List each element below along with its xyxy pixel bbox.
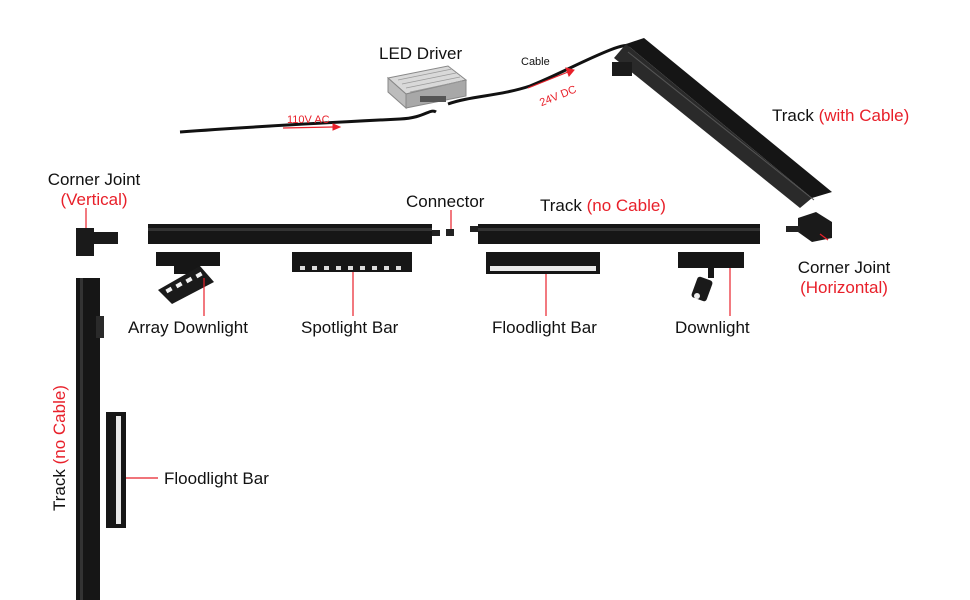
corner-joint-vertical-label: Corner Joint (Vertical)	[47, 170, 141, 210]
connector-label: Connector	[406, 192, 485, 211]
dc-arrow	[527, 67, 575, 89]
dc-cable	[447, 43, 637, 106]
track-horizontal-right	[470, 224, 760, 244]
corner-joint-horizontal-label: Corner Joint (Horizontal)	[797, 258, 891, 298]
led-driver	[386, 65, 468, 110]
ac-input-label: 110V AC	[287, 114, 330, 126]
floodlight-bar-top	[486, 252, 600, 316]
spotlight-bar-label: Spotlight Bar	[301, 318, 399, 337]
track-vertical-label: Track (no Cable)	[50, 385, 69, 511]
downlight-label: Downlight	[675, 318, 750, 337]
downlight	[678, 252, 744, 316]
track-vertical	[76, 278, 104, 600]
connector	[446, 210, 454, 236]
ac-cable	[179, 109, 437, 134]
track-with-cable	[612, 38, 832, 208]
array-downlight	[156, 252, 220, 316]
corner-joint-horizontal	[786, 212, 832, 242]
track-with-cable-label: Track (with Cable)	[772, 106, 910, 125]
floodlight-bar-top-label: Floodlight Bar	[492, 318, 597, 337]
corner-joint-vertical	[76, 208, 118, 256]
spotlight-bar	[292, 252, 412, 316]
array-downlight-label: Array Downlight	[128, 318, 248, 337]
led-driver-label: LED Driver	[379, 44, 463, 63]
ac-arrow	[282, 123, 342, 131]
track-horizontal-left	[148, 224, 440, 244]
floodlight-bar-side	[106, 412, 158, 528]
cable-label: Cable	[521, 56, 550, 68]
floodlight-bar-side-label: Floodlight Bar	[164, 469, 269, 488]
track-no-cable-label: Track (no Cable)	[540, 196, 666, 215]
